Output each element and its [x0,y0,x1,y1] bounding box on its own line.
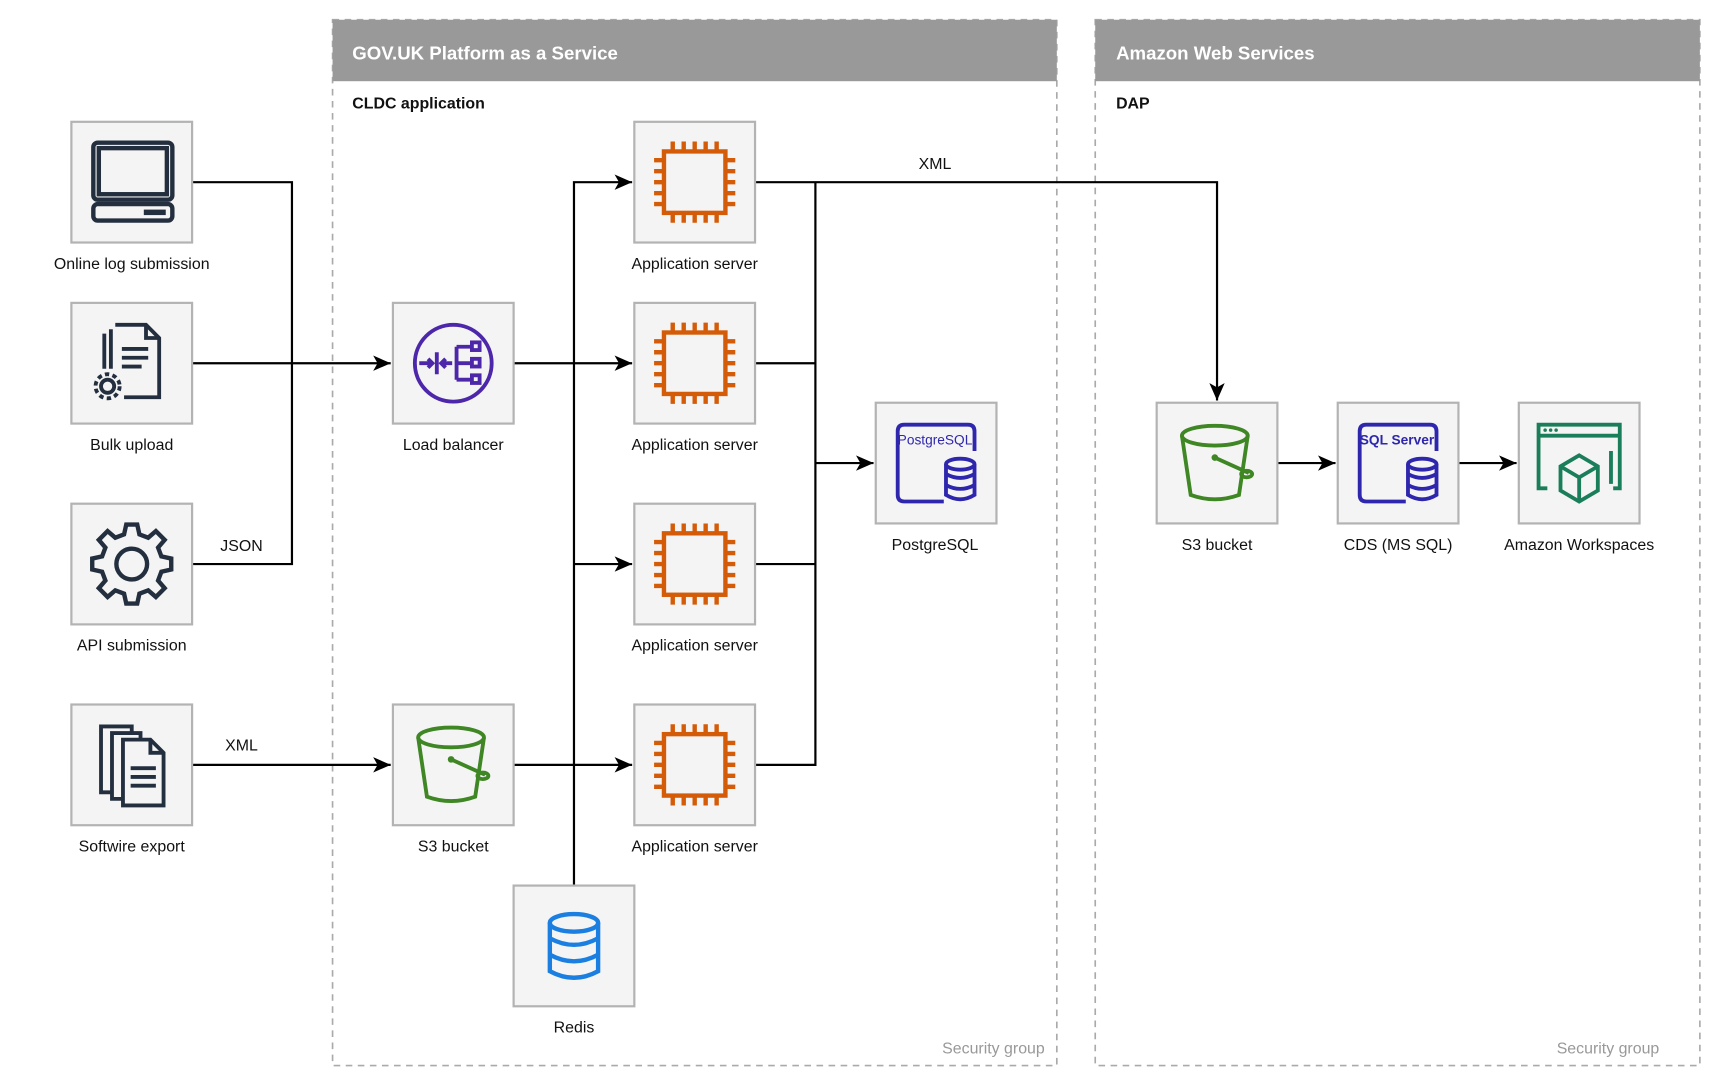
node-label: Application server [631,256,758,273]
edge-app-bus [755,182,817,766]
security-group-label: Security group [1557,1040,1660,1057]
edge-app-to-dap-s3 [755,181,1225,401]
node-label: CDS (MS SQL) [1344,537,1453,554]
edge-label-json: JSON [220,538,262,555]
node-s3-bucket-aws[interactable]: S3 bucket [1155,401,1279,554]
node-label: Load balancer [403,437,505,454]
node-label: Application server [631,437,758,454]
node-label: Amazon Workspaces [1504,537,1654,554]
node-softwire-export[interactable]: Softwire export [70,703,194,856]
node-s3-bucket-paas[interactable]: S3 bucket [391,703,515,856]
node-amazon-workspaces[interactable]: Amazon Workspaces [1504,401,1654,554]
node-application-server-1[interactable]: Application server [631,120,759,273]
edge-label-xml: XML [225,738,258,755]
node-label: PostgreSQL [892,537,979,554]
group-title: Amazon Web Services [1116,42,1315,63]
node-cds-ms-sql[interactable]: SQL Server CDS (MS SQL) [1336,401,1460,554]
sql-server-logo-text: SQL Server [1360,432,1435,447]
node-label: Online log submission [54,256,210,273]
node-online-log-submission[interactable]: Online log submission [54,120,210,273]
node-redis[interactable]: Redis [512,884,636,1037]
node-label: S3 bucket [1182,537,1253,554]
node-label: Bulk upload [90,437,173,454]
node-application-server-4[interactable]: Application server [631,703,759,856]
node-load-balancer[interactable]: Load balancer [391,301,515,454]
group-header [1095,19,1700,82]
node-label: API submission [77,638,187,655]
node-bulk-upload[interactable]: Bulk upload [70,301,194,454]
node-application-server-3[interactable]: Application server [631,502,759,655]
group-gov-uk-paas: GOV.UK Platform as a Service CLDC applic… [331,18,1058,1067]
edge-label-xml: XML [919,156,952,173]
edges: JSON XML XML [192,156,1517,886]
node-api-submission[interactable]: API submission [70,502,194,655]
node-label: Redis [554,1020,595,1037]
group-header [332,19,1057,82]
node-application-server-2[interactable]: Application server [631,301,759,454]
node-label: Softwire export [79,839,186,856]
node-label: S3 bucket [418,839,489,856]
node-postgresql[interactable]: PostgreSQL PostgreSQL [874,401,998,554]
group-aws: Amazon Web Services DAP Security group [1094,18,1701,1067]
node-label: Application server [631,638,758,655]
group-subtitle: DAP [1116,96,1150,113]
edge-redis-bus [572,174,633,886]
edge-online-log-to-bus [192,181,294,566]
group-title: GOV.UK Platform as a Service [352,42,618,63]
node-label: Application server [631,839,758,856]
security-group-label: Security group [942,1040,1045,1057]
group-subtitle: CLDC application [352,96,485,113]
postgresql-logo-text: PostgreSQL [898,432,973,447]
